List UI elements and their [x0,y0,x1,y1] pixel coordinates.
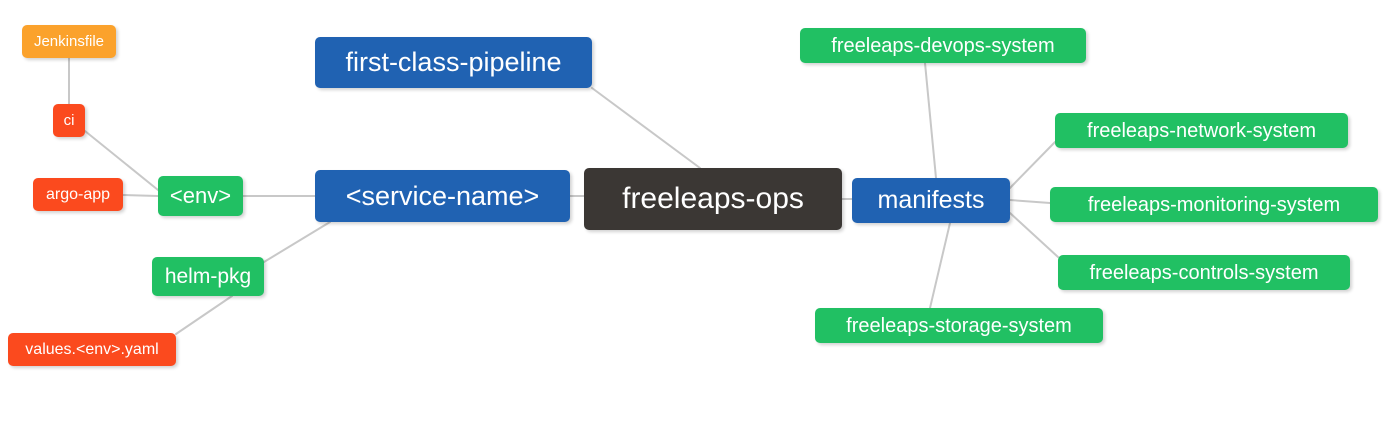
mindmap-node-helm-pkg[interactable]: helm-pkg [152,257,264,296]
mindmap-node-values-yaml[interactable]: values.<env>.yaml [8,333,176,366]
mindmap-node-first-class-pipeline[interactable]: first-class-pipeline [315,37,592,88]
node-label: values.<env>.yaml [25,340,159,358]
edge-manifests-to-freeleaps-monitoring-system [1009,199,1051,204]
node-label: ci [63,112,75,129]
mindmap-node-freeleaps-monitoring-system[interactable]: freeleaps-monitoring-system [1050,187,1378,222]
mindmap-node-freeleaps-network-system[interactable]: freeleaps-network-system [1055,113,1348,148]
node-label: freeleaps-monitoring-system [1087,193,1341,216]
edge-helm-pkg-to-service-name [263,221,331,263]
mindmap-node-freeleaps-ops[interactable]: freeleaps-ops [584,168,842,230]
mindmap-node-ci[interactable]: ci [53,104,85,137]
node-label: <service-name> [345,180,540,211]
node-label: <env> [169,183,232,208]
mindmap-node-env[interactable]: <env> [158,176,243,216]
node-label: freeleaps-ops [622,182,804,215]
edge-manifests-to-freeleaps-storage-system [929,222,951,309]
node-label: freeleaps-storage-system [846,314,1072,337]
node-label: manifests [877,186,985,214]
node-label: freeleaps-devops-system [831,34,1055,57]
mindmap-node-freeleaps-controls-system[interactable]: freeleaps-controls-system [1058,255,1350,290]
node-label: freeleaps-controls-system [1089,261,1319,284]
node-label: helm-pkg [164,265,252,288]
mindmap-node-manifests[interactable]: manifests [852,178,1010,223]
mindmap-node-jenkinsfile[interactable]: Jenkinsfile [22,25,116,58]
node-label: first-class-pipeline [345,47,562,77]
mindmap-node-freeleaps-devops-system[interactable]: freeleaps-devops-system [800,28,1086,63]
mindmap-node-argo-app[interactable]: argo-app [33,178,123,211]
node-label: argo-app [45,185,111,203]
mindmap-node-freeleaps-storage-system[interactable]: freeleaps-storage-system [815,308,1103,343]
edge-manifests-to-freeleaps-network-system [1009,141,1056,189]
edge-first-class-pipeline-to-freeleaps-ops [591,87,701,169]
mindmap-node-service-name[interactable]: <service-name> [315,170,570,222]
edge-argo-app-to-env [122,194,159,197]
node-label: Jenkinsfile [33,33,105,50]
edge-values-yaml-to-helm-pkg [175,295,233,335]
node-label: freeleaps-network-system [1087,119,1316,142]
edge-manifests-to-freeleaps-devops-system [924,62,937,179]
